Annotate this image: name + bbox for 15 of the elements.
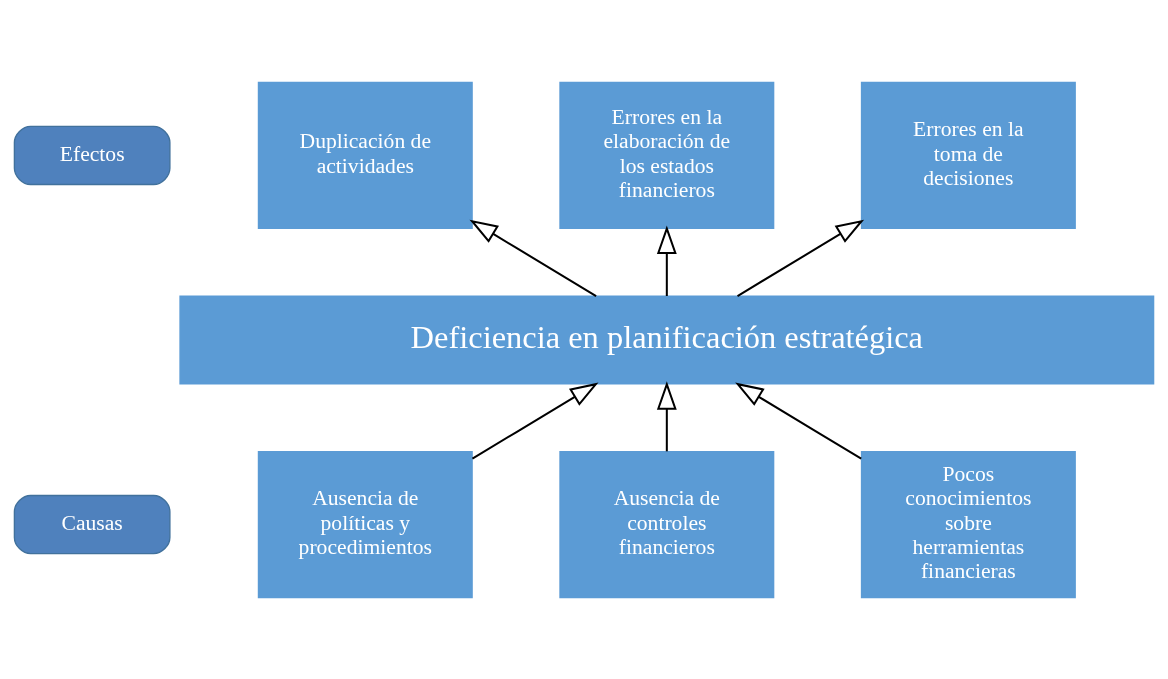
node-box: Duplicación de actividades [257, 81, 473, 229]
node-box: Errores en la elaboración de los estados financieros [559, 81, 775, 229]
node-box: Causas [13, 494, 171, 554]
node-box: Ausencia de políticas y procedimientos [257, 450, 473, 598]
node-box: Ausencia de controles financieros [559, 450, 775, 598]
arrow [469, 219, 597, 297]
node-box: Efectos [13, 125, 171, 185]
node-box: Errores en la toma de decisiones [860, 81, 1076, 229]
node-box: Pocos conocimientos sobre herramientas financieras [860, 450, 1076, 598]
arrow [656, 225, 677, 296]
arrow [737, 219, 865, 297]
node-box: Deficiencia en planificación estratégica [179, 294, 1155, 385]
arrow [656, 380, 677, 451]
arrow [735, 382, 862, 459]
arrow [471, 382, 599, 459]
